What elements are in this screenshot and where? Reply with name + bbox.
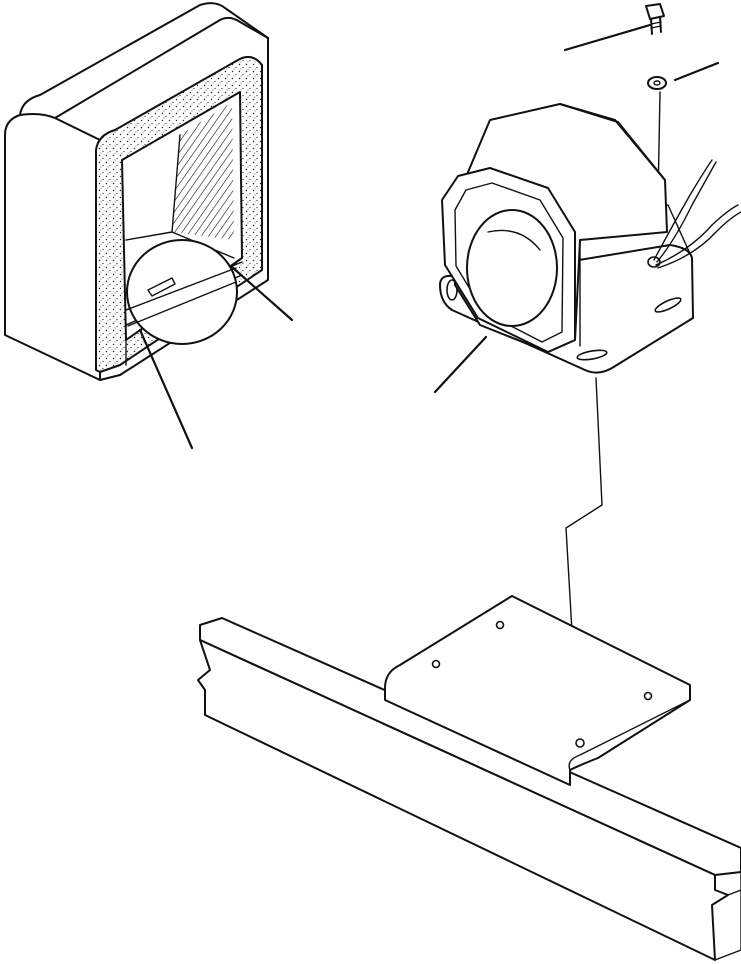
callout-leader-alarm (433, 335, 488, 394)
callout-leader-housing (230, 265, 294, 322)
washer-icon (647, 76, 667, 90)
wire-leads-icon (653, 159, 741, 269)
backup-alarm-icon (439, 103, 694, 374)
frame-rail-icon (197, 617, 741, 961)
round-lens-icon (125, 239, 238, 345)
callout-leader-bolt (563, 23, 652, 52)
callout-leader-washer (673, 61, 720, 82)
callout-leader-lens (138, 328, 194, 450)
mounting-plate-icon (384, 595, 691, 786)
bolt-icon (645, 3, 665, 35)
reflector-housing-icon (4, 2, 269, 381)
